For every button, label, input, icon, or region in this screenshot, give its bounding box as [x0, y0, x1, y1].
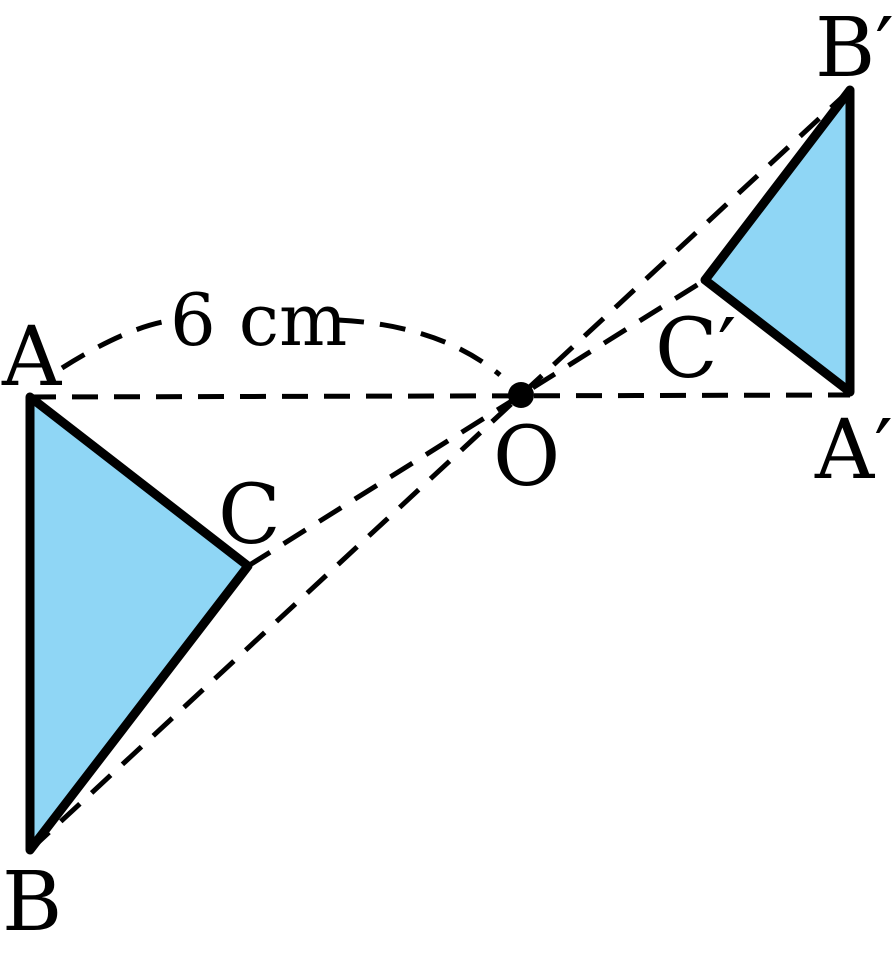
- triangle-abc: [25, 392, 253, 855]
- label-o: O: [493, 410, 560, 505]
- label-c: C: [218, 468, 281, 563]
- label-a-prime: A′: [814, 403, 893, 498]
- dashed-line-c-to-c-prime: [246, 277, 707, 569]
- dashed-line-a-to-a-prime: [29, 392, 851, 400]
- label-b-prime: B′: [815, 1, 894, 96]
- center-point-o: [508, 382, 534, 408]
- dashed-line-b-to-b-prime: [28, 88, 852, 852]
- measurement-arc: [60, 317, 502, 377]
- measurement-label: 6 cm: [170, 278, 347, 362]
- label-c-prime: C′: [655, 302, 736, 397]
- label-a: A: [1, 310, 63, 405]
- label-b: B: [2, 855, 62, 950]
- triangle-a-prime-b-prime-c-prime: [700, 85, 855, 397]
